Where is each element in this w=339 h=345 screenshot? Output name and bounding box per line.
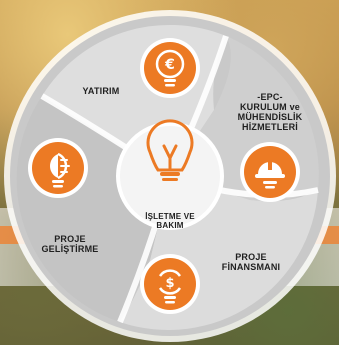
label-epc: -EPC- KURULUM ve MÜHENDİSLİK HİZMETLERİ: [237, 92, 303, 132]
hardhat-bulb-icon: [240, 142, 300, 202]
brain-bulb-icon: [28, 138, 88, 198]
wrench-pliers-bulb-icon: [146, 119, 194, 181]
svg-text:$: $: [165, 276, 174, 291]
label-finansman: PROJE FİNANSMANI: [221, 252, 281, 272]
label-yatirim: YATIRIM: [82, 86, 120, 96]
label-center: İŞLETME VE BAKIM: [145, 212, 195, 230]
euro-bulb-icon: €: [140, 38, 200, 98]
label-gelistirme: PROJE GELİŞTİRME: [41, 234, 99, 254]
dollar-refresh-bulb-icon: $: [140, 254, 200, 314]
svg-text:€: €: [164, 57, 175, 73]
